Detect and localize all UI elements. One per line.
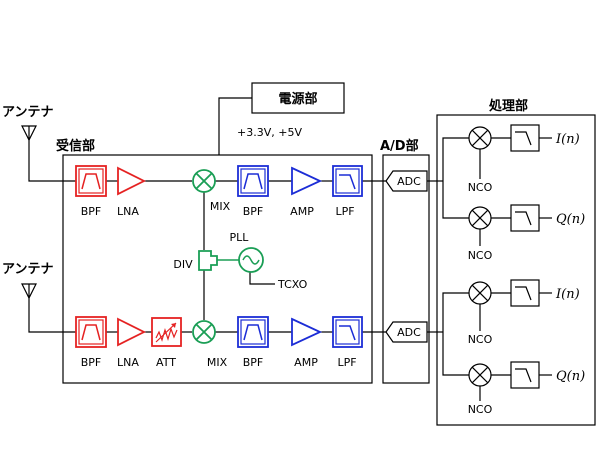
divider-icon bbox=[198, 250, 239, 271]
adc-bottom-label: ADC bbox=[397, 326, 421, 339]
q-out-1: Q(n) bbox=[556, 212, 585, 227]
lpf-bottom-icon bbox=[332, 316, 363, 348]
antenna-icon-top bbox=[21, 125, 37, 149]
top-chain-wires bbox=[28, 148, 386, 182]
amp-bottom-icon bbox=[291, 317, 323, 347]
att-icon bbox=[151, 317, 182, 347]
pll-oscillator-icon bbox=[238, 247, 264, 273]
mix-top-label: MIX bbox=[210, 200, 231, 213]
adc-top: ADC bbox=[385, 170, 428, 192]
lpf-top-icon bbox=[332, 165, 363, 197]
tcxo-label: TCXO bbox=[277, 278, 308, 291]
dmixer-2-icon bbox=[468, 206, 492, 230]
bpf2-top-label: BPF bbox=[243, 205, 264, 218]
nco-2-label: NCO bbox=[468, 249, 493, 262]
nco-1-label: NCO bbox=[468, 181, 493, 194]
power-box bbox=[251, 82, 345, 114]
amp-top-label: AMP bbox=[290, 205, 314, 218]
processing-title: 処理部 bbox=[488, 98, 528, 114]
adc-bottom: ADC bbox=[385, 321, 428, 343]
dfilter-4-icon bbox=[510, 361, 540, 389]
div-label: DIV bbox=[173, 258, 193, 271]
i-out-1: I(n) bbox=[555, 132, 580, 147]
power-title: 電源部 bbox=[278, 91, 317, 107]
lpf-top-label: LPF bbox=[335, 205, 354, 218]
adc-top-label: ADC bbox=[397, 175, 421, 188]
dmixer-1-icon bbox=[468, 126, 492, 150]
mixer-bottom-icon bbox=[192, 320, 216, 344]
receiver-title: 受信部 bbox=[56, 138, 95, 154]
bottom-chain-wires bbox=[28, 306, 386, 333]
q-out-2: Q(n) bbox=[556, 369, 585, 384]
lna-bottom-icon bbox=[117, 317, 147, 347]
lna-bottom-label: LNA bbox=[117, 356, 139, 369]
antenna-label-bottom: アンテナ bbox=[2, 262, 53, 277]
att-label: ATT bbox=[156, 356, 176, 369]
pll-label: PLL bbox=[230, 231, 250, 244]
mix-bottom-label: MIX bbox=[207, 356, 228, 369]
dmixer-4-icon bbox=[468, 363, 492, 387]
bpf-top-icon bbox=[75, 165, 107, 197]
lo-wires bbox=[203, 192, 275, 320]
antenna-icon-bottom bbox=[21, 283, 37, 307]
bpf-bottom-label: BPF bbox=[81, 356, 102, 369]
ad-frame bbox=[382, 154, 430, 384]
bpf2-top-icon bbox=[237, 165, 269, 197]
processing-wires bbox=[427, 137, 552, 401]
lpf-bottom-label: LPF bbox=[337, 356, 356, 369]
dfilter-1-icon bbox=[510, 124, 540, 152]
lna-top-icon bbox=[117, 166, 147, 196]
dfilter-3-icon bbox=[510, 279, 540, 307]
amp-top-icon bbox=[291, 166, 323, 196]
i-out-2: I(n) bbox=[555, 287, 580, 302]
lna-top-label: LNA bbox=[117, 205, 139, 218]
power-line bbox=[218, 97, 252, 155]
voltage-label: +3.3V, +5V bbox=[237, 126, 302, 139]
processing-frame bbox=[436, 114, 596, 426]
dfilter-2-icon bbox=[510, 204, 540, 232]
bpf2-bottom-icon bbox=[237, 316, 269, 348]
bpf2-bottom-label: BPF bbox=[243, 356, 264, 369]
ad-title: A/D部 bbox=[380, 138, 419, 154]
amp-bottom-label: AMP bbox=[294, 356, 318, 369]
mixer-top-icon bbox=[192, 169, 216, 193]
dmixer-3-icon bbox=[468, 281, 492, 305]
receiver-frame bbox=[62, 154, 373, 384]
nco-3-label: NCO bbox=[468, 333, 493, 346]
nco-4-label: NCO bbox=[468, 403, 493, 416]
bpf-bottom-icon bbox=[75, 316, 107, 348]
antenna-label-top: アンテナ bbox=[2, 105, 53, 120]
bpf-top-label: BPF bbox=[81, 205, 102, 218]
